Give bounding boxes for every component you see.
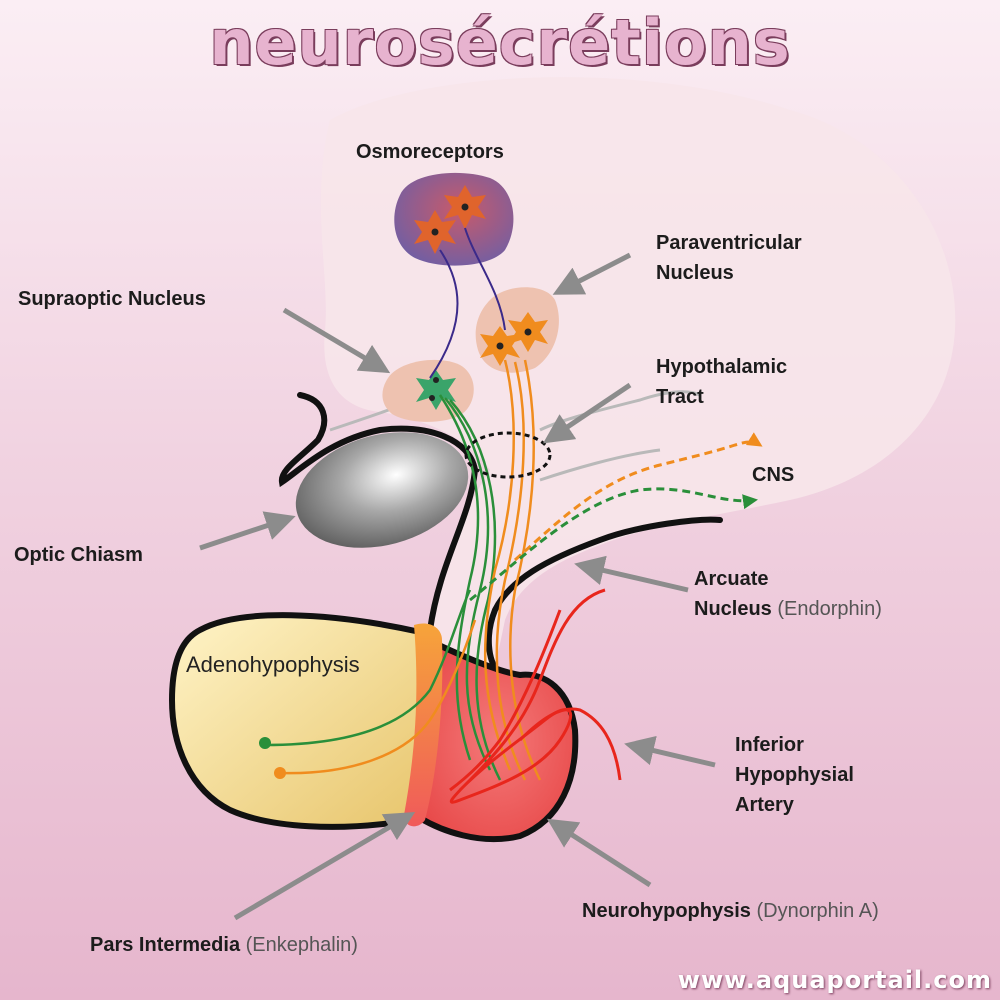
supraoptic-fibers: [264, 394, 502, 781]
label-neurohypophysis: Neurohypophysis (Dynorphin A): [582, 896, 879, 926]
label-inferior-hypophysial-artery: Inferior Hypophysial Artery: [735, 730, 854, 820]
label-pars-intermedia-main: Pars Intermedia: [90, 934, 241, 956]
label-neurohypophysis-main: Neurohypophysis: [582, 900, 751, 922]
watermark: www.aquaportail.com: [677, 966, 992, 994]
osmoreceptor-axon: [464, 227, 506, 331]
adenohypophysis-lobe: [168, 612, 434, 830]
stalk-outline-right: [485, 516, 723, 675]
osmoreceptor-axon: [429, 249, 459, 379]
label-neurohypophysis-sub: (Dynorphin A): [756, 900, 879, 922]
label-optic-chiasm: Optic Chiasm: [14, 544, 143, 566]
label-line: Hypophysial: [735, 764, 854, 786]
orange-terminal: [274, 767, 286, 779]
label-arcuate-nucleus: Arcuate Nucleus (Endorphin): [694, 564, 882, 624]
label-pars-intermedia-sub: (Enkephalin): [245, 934, 358, 956]
label-arrows: [199, 252, 716, 921]
hypothalamic-tract-ring: [464, 431, 552, 479]
label-cns: CNS: [752, 464, 795, 486]
label-line: Nucleus: [656, 262, 734, 284]
label-line: Arcuate: [694, 568, 769, 590]
label-line: Artery: [735, 794, 794, 816]
label-line: Hypothalamic: [656, 356, 788, 378]
label-line: Inferior: [735, 734, 804, 756]
label-pars-intermedia: Pars Intermedia (Enkephalin): [90, 930, 358, 960]
cns-projection-orange: [514, 432, 763, 562]
label-line: Tract: [656, 386, 704, 408]
paraventricular-neurons: [480, 312, 548, 366]
cns-projection-green: [469, 487, 758, 602]
paraventricular-fibers: [279, 359, 542, 781]
supraoptic-neurons: [416, 370, 456, 410]
label-line: Paraventricular: [656, 232, 802, 254]
label-line-main: Nucleus: [694, 598, 772, 620]
label-paraventricular-nucleus: Paraventricular Nucleus: [656, 228, 802, 288]
optic-chiasm: [295, 432, 469, 548]
inferior-hypophysial-artery: [449, 588, 622, 804]
label-hypothalamic-tract: Hypothalamic Tract: [656, 352, 787, 412]
green-terminal: [259, 737, 271, 749]
label-adenohypophysis: Adenohypophysis: [186, 652, 360, 677]
osmoreceptors-cluster: [394, 172, 514, 266]
brain-outline: [278, 392, 479, 633]
page-title: neurosécrétions: [209, 6, 791, 79]
label-osmoreceptors: Osmoreceptors: [356, 141, 504, 163]
label-supraoptic-nucleus: Supraoptic Nucleus: [18, 288, 206, 310]
osmoreceptor-neurons: [414, 185, 486, 254]
label-arcuate-sub: (Endorphin): [777, 598, 882, 620]
pars-intermedia-band: [404, 623, 443, 827]
label-line: Nucleus (Endorphin): [694, 594, 882, 624]
